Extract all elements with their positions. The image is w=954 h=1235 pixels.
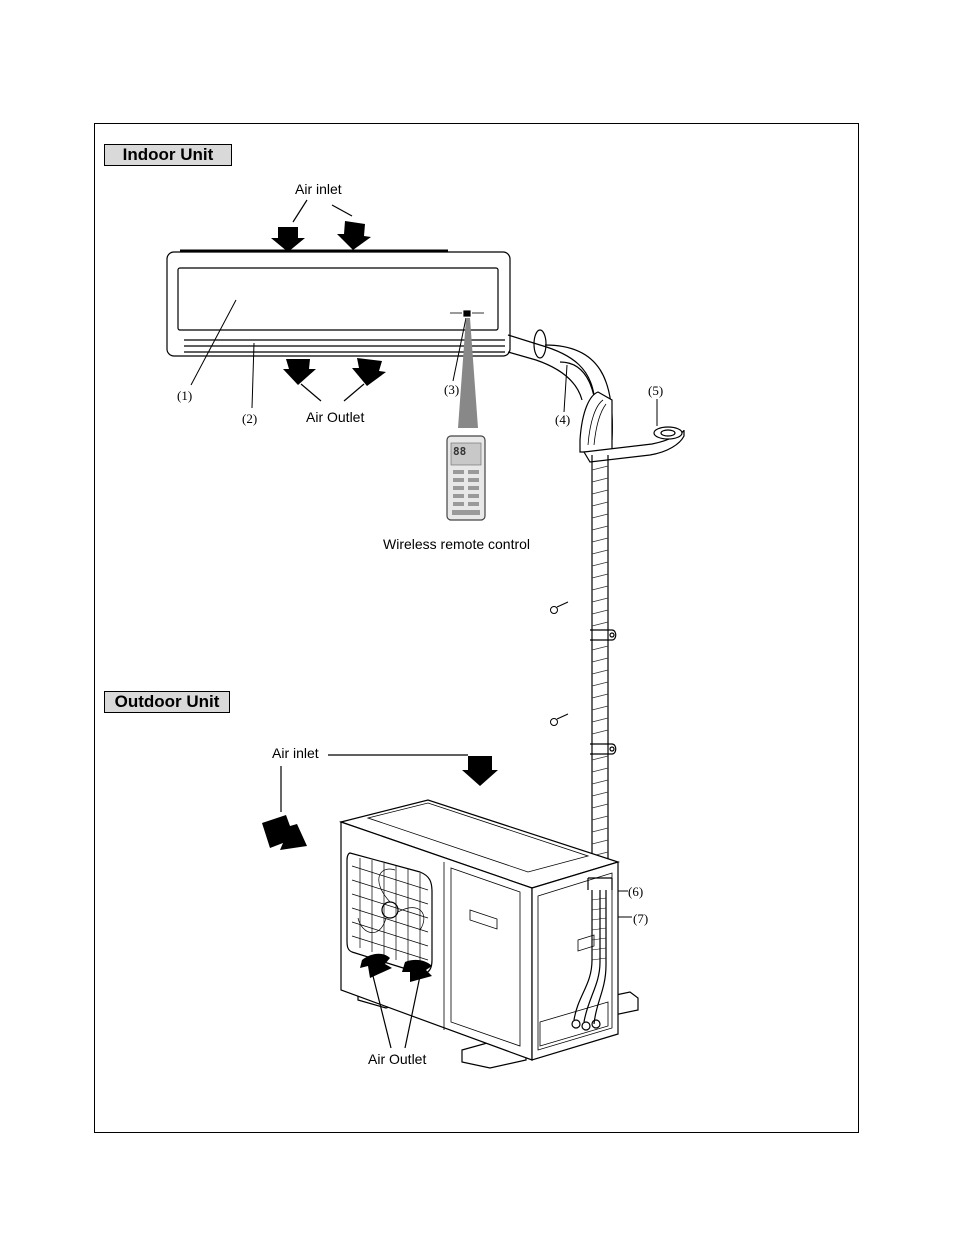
pipe-bend	[508, 330, 612, 452]
vertical-pipe	[590, 455, 616, 878]
callout-1: (1)	[177, 389, 192, 403]
outdoor-unit-heading: Outdoor Unit	[104, 691, 230, 713]
outdoor-air-inlet-label: Air inlet	[272, 745, 319, 761]
indoor-air-outlet-label: Air Outlet	[306, 409, 364, 425]
callout-4: (4)	[555, 413, 570, 427]
callout-3: (3)	[444, 383, 459, 397]
remote-control-label: Wireless remote control	[383, 536, 530, 552]
remote-display: 88	[453, 446, 466, 458]
callout-5: (5)	[648, 384, 663, 398]
indoor-unit-heading: Indoor Unit	[104, 144, 232, 166]
callout-6: (6)	[628, 885, 643, 899]
indoor-air-inlet-label: Air inlet	[295, 181, 342, 197]
callout-7: (7)	[633, 912, 648, 926]
indoor-unit	[167, 251, 510, 356]
outdoor-air-outlet-label: Air Outlet	[368, 1051, 426, 1067]
indoor-outlet-arrows	[283, 358, 386, 386]
indoor-inlet-arrows	[271, 221, 371, 252]
screws	[551, 602, 569, 726]
callout-2: (2)	[242, 412, 257, 426]
